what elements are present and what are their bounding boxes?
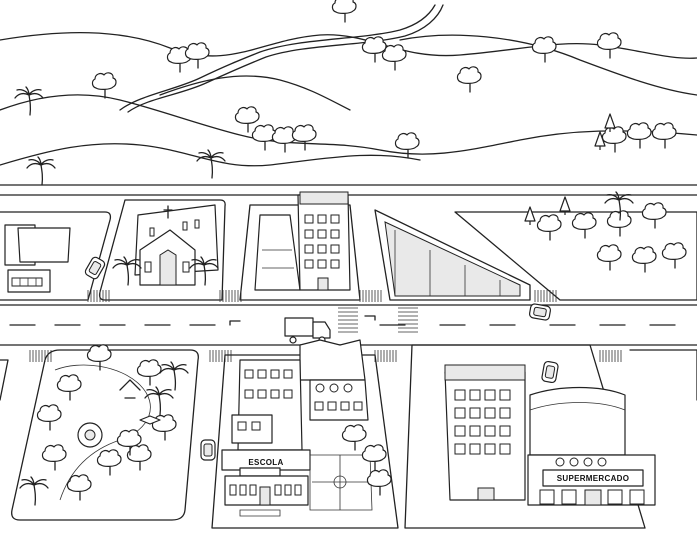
houses-and-tower [254,191,351,291]
supermarket-sign-panel [542,469,644,487]
left-houses [4,224,71,293]
church [112,204,219,286]
supermarket-sign: SUPERMERCADO [557,474,630,483]
orchard [524,191,687,273]
school-block [221,339,392,517]
park [19,344,189,506]
sports-field [384,221,521,297]
tower-windows [304,214,340,269]
hill-trees [14,0,677,186]
school-sign: ESCOLA [248,458,283,467]
supermarket-block [444,364,656,506]
